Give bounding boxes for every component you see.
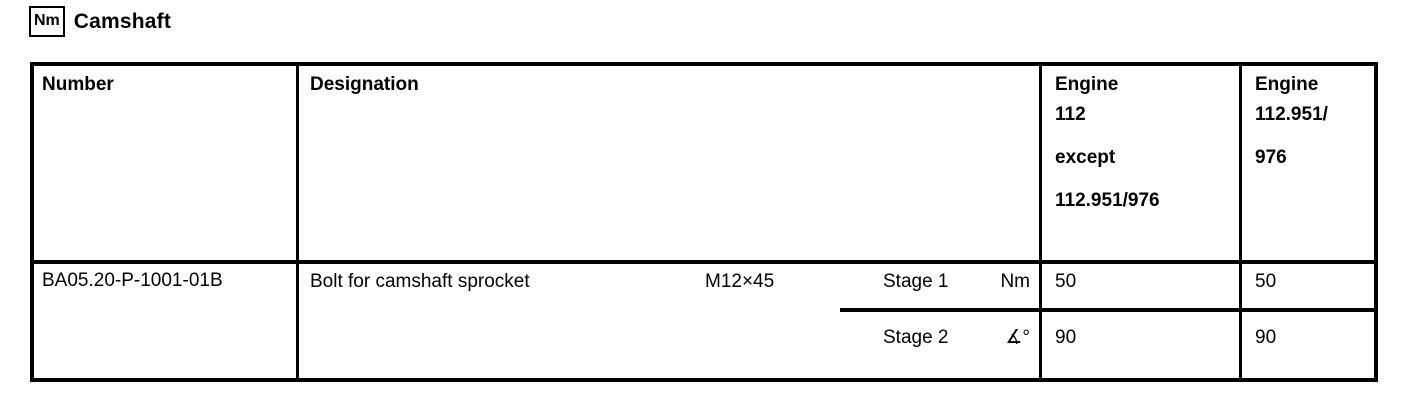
page-title-text: Camshaft: [73, 9, 172, 33]
header-line: 112: [1055, 104, 1086, 125]
designation-text: Bolt for camshaft sprocket: [310, 271, 530, 292]
header-line: 112.951/976: [1055, 190, 1160, 211]
torque-spec-table: Number Designation Engine 112 except 112…: [30, 62, 1378, 382]
header-line: 976: [1255, 147, 1287, 168]
table-row: BA05.20-P-1001-01B Bolt for camshaft spr…: [34, 264, 1374, 378]
cell-engine2-values: 50 90: [1242, 264, 1374, 378]
page-title: Nm Camshaft: [29, 6, 171, 37]
header-number: Number: [34, 66, 299, 260]
cell-designation: Bolt for camshaft sprocket M12×45 Stage …: [299, 264, 1042, 378]
cell-document-number: BA05.20-P-1001-01B: [34, 264, 299, 378]
header-line: Engine: [1255, 74, 1319, 95]
header-line: 112.951/: [1255, 104, 1328, 125]
stage-2-unit: ∡°: [1005, 327, 1030, 348]
engine2-stage2-value: 90: [1255, 327, 1277, 348]
stage-1-row: Stage 1 Nm: [840, 264, 1039, 312]
stage-2-label: Stage 2: [883, 327, 949, 348]
table-header-row: Number Designation Engine 112 except 112…: [34, 66, 1374, 264]
header-line: Engine: [1055, 74, 1119, 95]
stage-1-label: Stage 1: [883, 271, 949, 292]
stage-1-unit: Nm: [1000, 271, 1030, 292]
stage-2-row: Stage 2 ∡°: [840, 312, 1039, 378]
cell-engine1-values: 50 90: [1042, 264, 1242, 378]
engine2-stage1-value: 50: [1242, 264, 1374, 312]
thread-size-text: M12×45: [705, 271, 775, 292]
torque-nm-icon: Nm: [29, 6, 65, 37]
header-designation: Designation: [299, 66, 1042, 260]
header-line: except: [1055, 147, 1116, 168]
stage-column: Stage 1 Nm Stage 2 ∡°: [840, 264, 1039, 378]
header-engine-112-except: Engine 112 except 112.951/976: [1042, 66, 1242, 260]
engine1-stage1-value: 50: [1042, 264, 1239, 312]
header-engine-112951-976: Engine 112.951/ 976: [1242, 66, 1374, 260]
engine1-stage2-value: 90: [1055, 327, 1077, 348]
